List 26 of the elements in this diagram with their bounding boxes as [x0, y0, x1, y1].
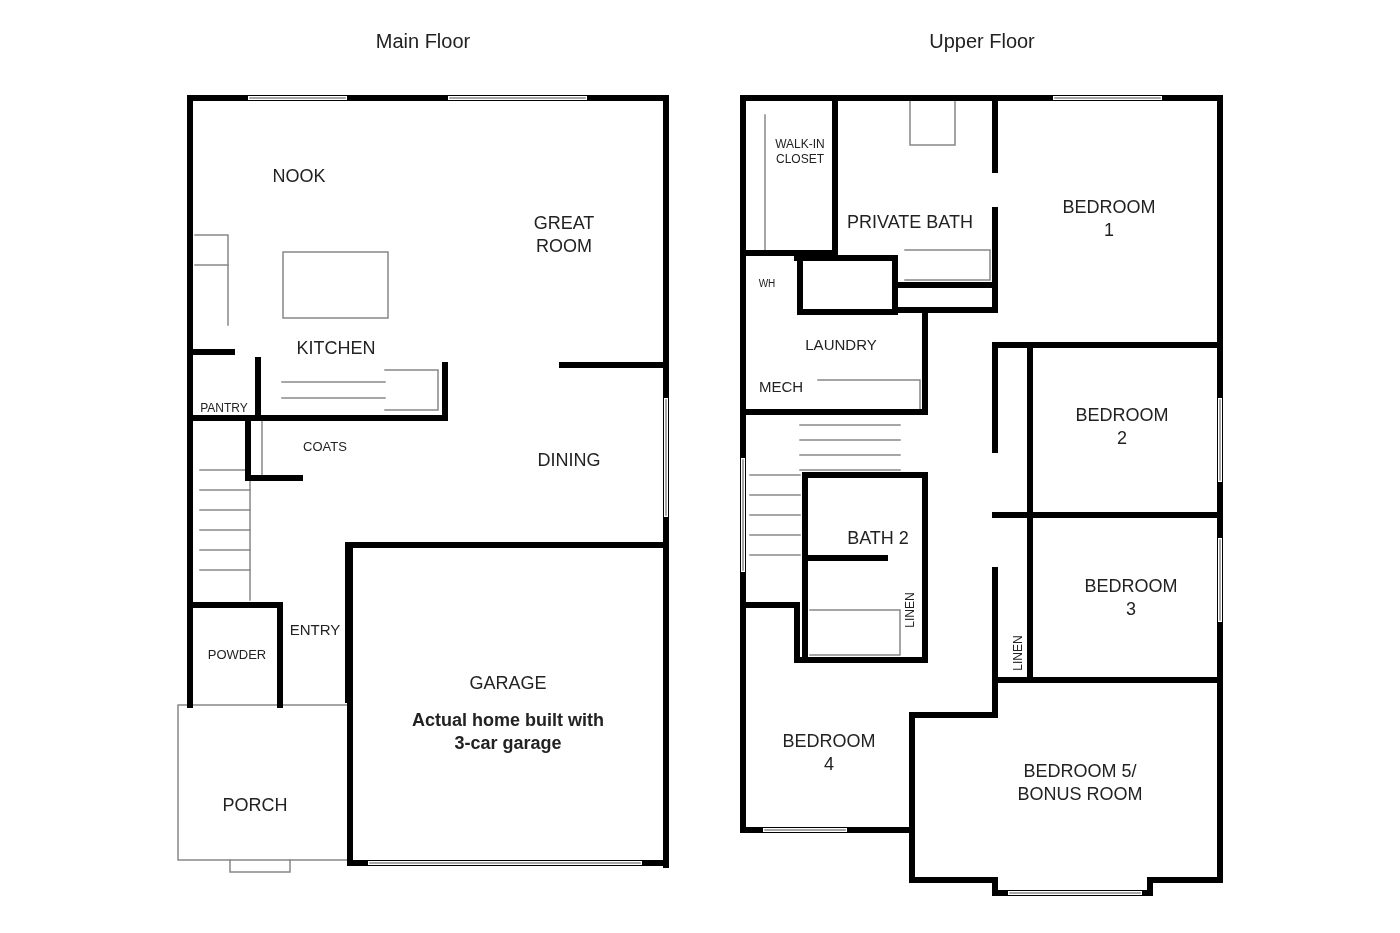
- floor-title: Upper Floor: [928, 28, 1036, 54]
- room-label: WH: [757, 277, 777, 291]
- room-label: DINING: [536, 448, 602, 472]
- room-label: NOOK: [271, 164, 327, 188]
- room-label: BEDROOM 3: [1083, 574, 1179, 620]
- room-label: LAUNDRY: [804, 335, 878, 355]
- room-label: PANTRY: [199, 400, 249, 416]
- room-label: LINEN: [1010, 635, 1026, 671]
- room-label: KITCHEN: [295, 336, 377, 360]
- room-label: POWDER: [206, 646, 268, 664]
- room-label: BEDROOM 5/ BONUS ROOM: [1016, 759, 1144, 805]
- room-label: GREAT ROOM: [532, 211, 596, 257]
- room-label: BATH 2: [846, 526, 910, 550]
- room-label: BEDROOM 2: [1074, 403, 1170, 449]
- room-label: MECH: [757, 377, 805, 397]
- room-label: BEDROOM 4: [781, 729, 877, 775]
- floor-title: Main Floor: [374, 28, 472, 54]
- room-label: COATS: [302, 438, 348, 456]
- room-label: WALK-IN CLOSET: [774, 137, 826, 167]
- room-label: PRIVATE BATH: [846, 210, 974, 234]
- room-label: ENTRY: [288, 620, 342, 640]
- note-text: Actual home built with 3-car garage: [411, 708, 605, 754]
- room-label: PORCH: [221, 793, 289, 817]
- room-label: GARAGE: [468, 671, 548, 695]
- room-label: LINEN: [902, 592, 918, 628]
- room-label: BEDROOM 1: [1061, 195, 1157, 241]
